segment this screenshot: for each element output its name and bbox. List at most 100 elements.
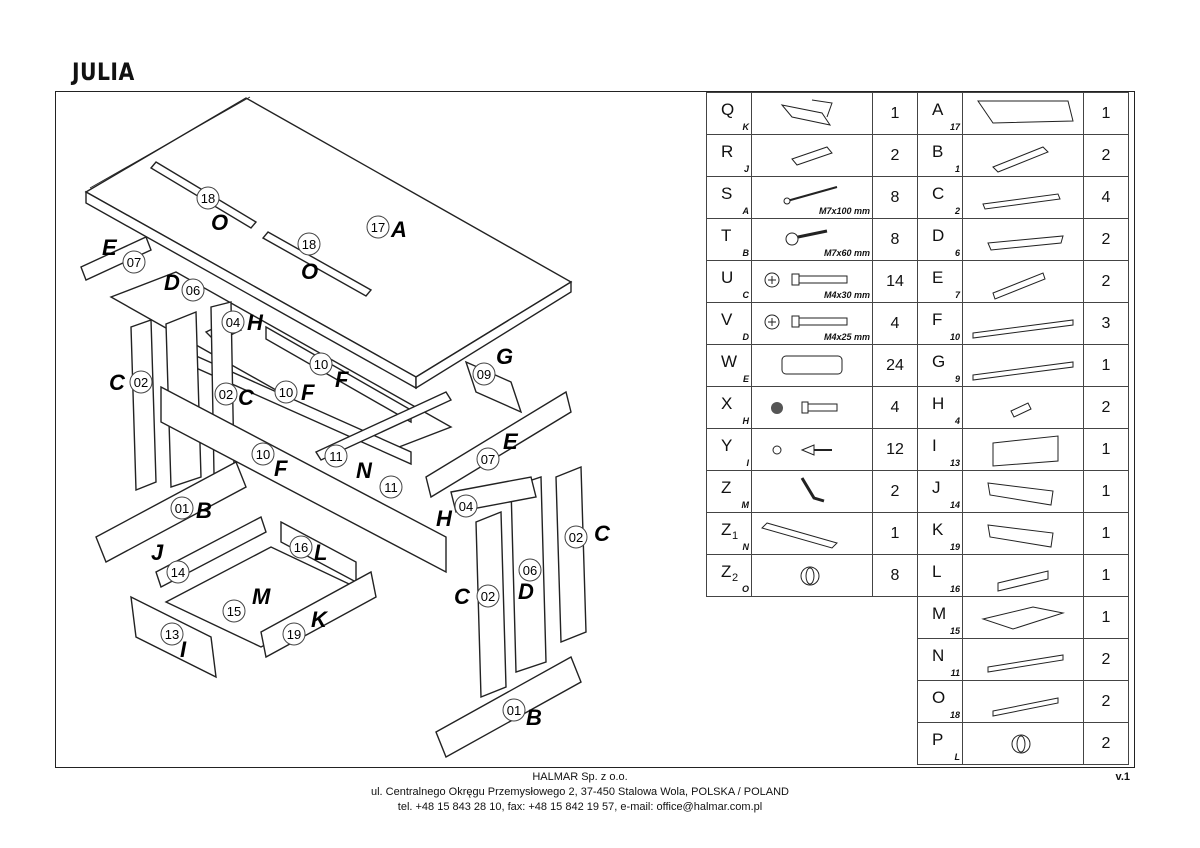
panel-image-cell (962, 554, 1084, 597)
hardware-image-cell (751, 428, 873, 471)
knob-icon (963, 725, 1083, 763)
panel-qty: 2 (1083, 134, 1129, 177)
part-code: L (954, 752, 961, 762)
side-rail-icon (963, 263, 1083, 301)
footer: HALMAR Sp. z o.o. ul. Centralnego Okręgu… (0, 770, 1160, 815)
company-name: HALMAR Sp. z o.o. (532, 771, 628, 783)
part-index: 1 (732, 530, 739, 542)
part-code: D (742, 332, 750, 342)
part-letter: T (721, 226, 732, 245)
knob-icon (752, 557, 872, 595)
callout-letter: D (164, 270, 180, 295)
part-letter: K (932, 520, 944, 539)
callout-letter: N (356, 458, 373, 483)
callout-num: 18 (302, 237, 316, 252)
hardware-qty: 24 (872, 344, 918, 387)
panel-image-cell (962, 428, 1084, 471)
part-code: 7 (954, 290, 960, 300)
side-rail-e-left (80, 236, 152, 281)
callout-num: 02 (219, 387, 233, 402)
callout-letter: A (390, 217, 407, 242)
small-block-icon (963, 389, 1083, 427)
part-letter: M (932, 604, 947, 623)
company-address: ul. Centralnego Okręgu Przemysłowego 2, … (370, 786, 789, 798)
page-title: JULIA (72, 58, 135, 86)
callout-num: 02 (481, 589, 495, 604)
hardware-qty: 2 (872, 134, 918, 177)
screw-icon (752, 263, 872, 301)
rod-part-o (261, 231, 373, 297)
leg-c-left (130, 319, 157, 492)
part-letter: L (932, 562, 942, 581)
leg-c-right-back (555, 465, 587, 644)
panel-qty: 1 (1083, 428, 1129, 471)
callout-num: 02 (134, 375, 148, 390)
callout-letter: I (180, 637, 187, 662)
panel-qty: 1 (1083, 92, 1129, 135)
callout-letter: J (151, 540, 164, 565)
hardware-image-cell: M7x100 mm (751, 176, 873, 219)
panel-qty: 2 (1083, 680, 1129, 723)
callout-letter: E (503, 429, 519, 454)
part-code: K (742, 122, 750, 132)
panel-image-cell (962, 470, 1084, 513)
part-letter: U (721, 268, 734, 287)
callout-num: 11 (329, 449, 343, 464)
callout-num: 09 (477, 367, 491, 382)
part-code: 16 (949, 584, 960, 594)
part-spec: M4x30 mm (823, 290, 870, 300)
panel-letter-cell: L 16 (917, 554, 963, 597)
part-letter: F (932, 310, 943, 329)
panel-image-cell (962, 218, 1084, 261)
callout-letter: D (518, 579, 534, 604)
callout-letter: C (594, 521, 611, 546)
hardware-image-cell: M4x30 mm (751, 260, 873, 303)
part-code: J (743, 164, 749, 174)
callout-num: 16 (294, 540, 308, 555)
hardware-image-cell (751, 470, 873, 513)
callout-num: 07 (481, 452, 495, 467)
company-contact: tel. +48 15 843 28 10, fax: +48 15 842 1… (397, 801, 763, 813)
panel-qty: 2 (1083, 386, 1129, 429)
drawer-bottom-icon (963, 599, 1083, 637)
allen-key-icon (752, 473, 872, 511)
callout-letter: L (314, 540, 327, 565)
foot-rail-icon (963, 137, 1083, 175)
part-letter: P (932, 730, 944, 749)
long-rail-icon (963, 305, 1083, 343)
long-rail-icon (963, 347, 1083, 385)
part-letter: E (932, 268, 944, 287)
callout-letter: C (109, 370, 126, 395)
callout-num: 06 (186, 283, 200, 298)
hardware-qty: 4 (872, 302, 918, 345)
callout-letter: F (335, 367, 349, 392)
callout-num: 01 (175, 501, 189, 516)
hardware-qty: 8 (872, 176, 918, 219)
callout-num: 15 (227, 604, 241, 619)
callout-num: 02 (569, 530, 583, 545)
callout-num: 10 (314, 357, 328, 372)
side-rail-e-right (425, 390, 572, 499)
hardware-qty: 4 (872, 386, 918, 429)
part-code: 17 (949, 122, 960, 132)
panel-image-cell (962, 302, 1084, 345)
part-code: 14 (949, 500, 960, 510)
callout-num: 07 (127, 255, 141, 270)
panel-image-cell (962, 680, 1084, 723)
part-code: 15 (949, 626, 960, 636)
part-code: I (746, 458, 749, 468)
